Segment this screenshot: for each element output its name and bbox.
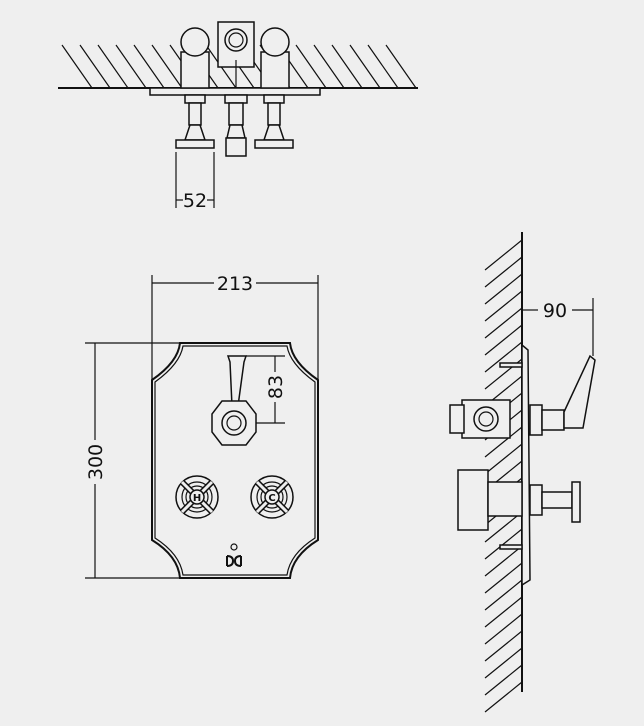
hatch-line: [115, 44, 147, 89]
hatch-line: [151, 44, 183, 89]
hot-label: H: [193, 493, 201, 504]
cold-valve-union: [260, 27, 290, 57]
hatch-line: [484, 307, 523, 339]
hatch-line: [313, 44, 345, 89]
hatch-line: [484, 681, 523, 713]
wall-hatch: [484, 239, 523, 713]
dimension-83: 83: [246, 355, 287, 424]
dimension-213: 213: [151, 273, 319, 382]
side-lever[interactable]: [563, 354, 596, 429]
hatch-line: [484, 239, 523, 271]
hatch-line: [97, 44, 129, 89]
side-plate: [521, 343, 531, 587]
hatch-line: [484, 630, 523, 662]
screws: [499, 362, 523, 550]
diverter-stem: [224, 94, 248, 157]
hot-valve-body: [180, 51, 210, 89]
hatch-line: [385, 44, 417, 89]
hatch-line: [484, 511, 523, 543]
hatch-line: [484, 579, 523, 611]
hatch-line: [295, 44, 327, 89]
top-plate: [149, 87, 321, 96]
brand-logo: [226, 555, 242, 567]
cold-handle[interactable]: C: [250, 475, 294, 519]
hatch-line: [133, 44, 165, 89]
hatch-line: [484, 647, 523, 679]
hatch-line: [484, 256, 523, 288]
hot-handle[interactable]: H: [175, 475, 219, 519]
top-view: 52: [58, 21, 418, 212]
valve-side: [457, 469, 581, 531]
front-view: 213 300 83: [85, 273, 319, 579]
hot-handle[interactable]: [175, 139, 215, 149]
hatch-line: [484, 341, 523, 373]
screw-icon: [230, 543, 238, 551]
cold-stem: [254, 94, 294, 149]
hatch-line: [484, 596, 523, 628]
dimension-300: 300: [85, 342, 180, 579]
cold-label: C: [268, 493, 275, 504]
hatch-line: [331, 44, 363, 89]
diverter-control[interactable]: [211, 355, 257, 446]
hatch-line: [484, 426, 523, 458]
faceplate: [151, 342, 319, 579]
hatch-line: [349, 44, 381, 89]
hot-valve-union: [180, 27, 210, 57]
side-view: 90: [449, 232, 596, 713]
hatch-line: [484, 443, 523, 475]
dimension-label: 300: [85, 444, 107, 480]
diverter-outlet: [224, 28, 248, 52]
hatch-line: [367, 44, 399, 89]
dimension-label: 52: [183, 190, 207, 212]
hatch-line: [484, 545, 523, 577]
dimension-label: 83: [265, 375, 287, 399]
dimension-52: 52: [175, 152, 215, 212]
diverter-lever[interactable]: [225, 137, 247, 157]
hot-stem: [175, 94, 215, 149]
hatch-line: [484, 613, 523, 645]
hatch-line: [484, 324, 523, 356]
dimension-label: 90: [543, 300, 567, 322]
hatch-line: [484, 562, 523, 594]
hatch-line: [484, 273, 523, 305]
hatch-line: [61, 44, 93, 89]
diverter-side: [449, 354, 596, 439]
cold-valve-body: [260, 51, 290, 89]
diverter-lever[interactable]: [226, 355, 248, 407]
hatch-line: [484, 528, 523, 560]
side-handle[interactable]: [571, 481, 581, 523]
dimension-90: 90: [522, 298, 594, 356]
dimension-label: 213: [217, 273, 253, 295]
hatch-line: [484, 290, 523, 322]
hatch-line: [484, 664, 523, 696]
hatch-line: [79, 44, 111, 89]
cold-handle[interactable]: [254, 139, 294, 149]
